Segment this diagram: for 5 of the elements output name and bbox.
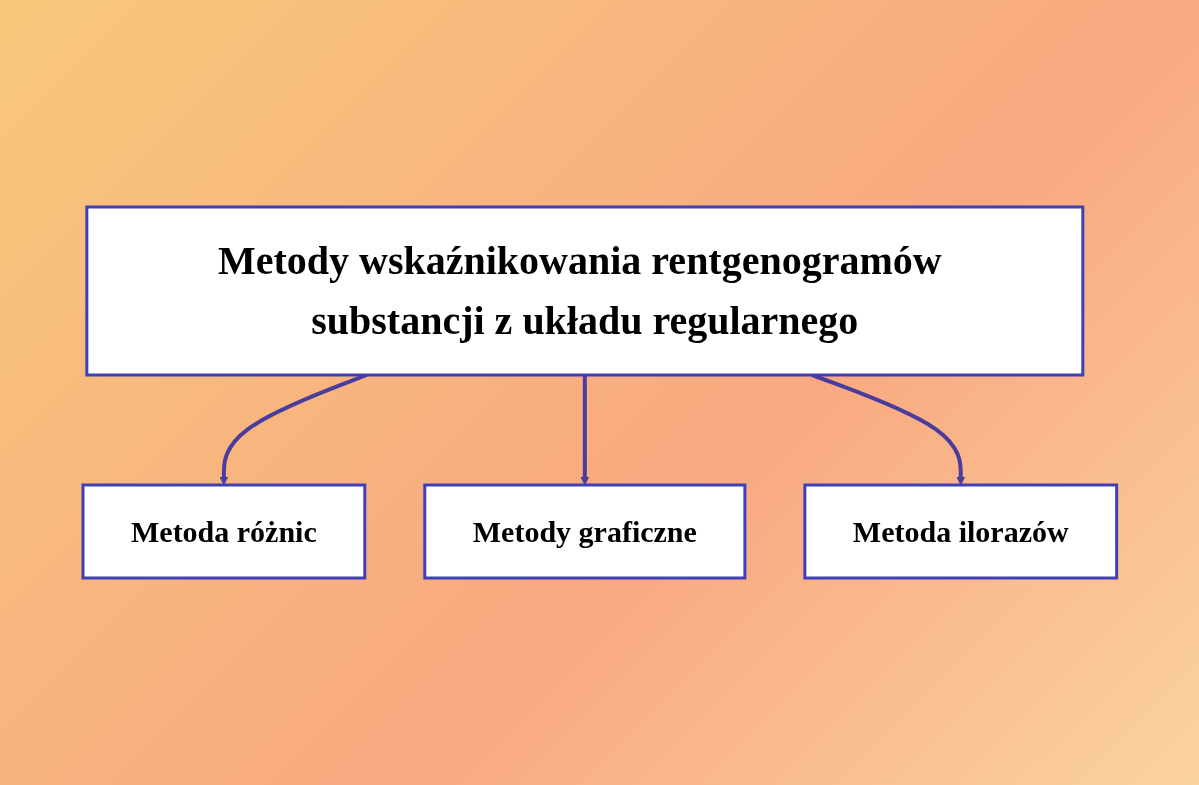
node-box: Metody graficzne — [422, 483, 747, 580]
arrow — [580, 375, 589, 486]
node-box: Metoda różnic — [81, 483, 366, 580]
node-box: Metoda ilorazów — [803, 483, 1118, 580]
node-box: Metody wskaźnikowania rentgenogramów substancji z układu regularnego — [85, 205, 1084, 377]
